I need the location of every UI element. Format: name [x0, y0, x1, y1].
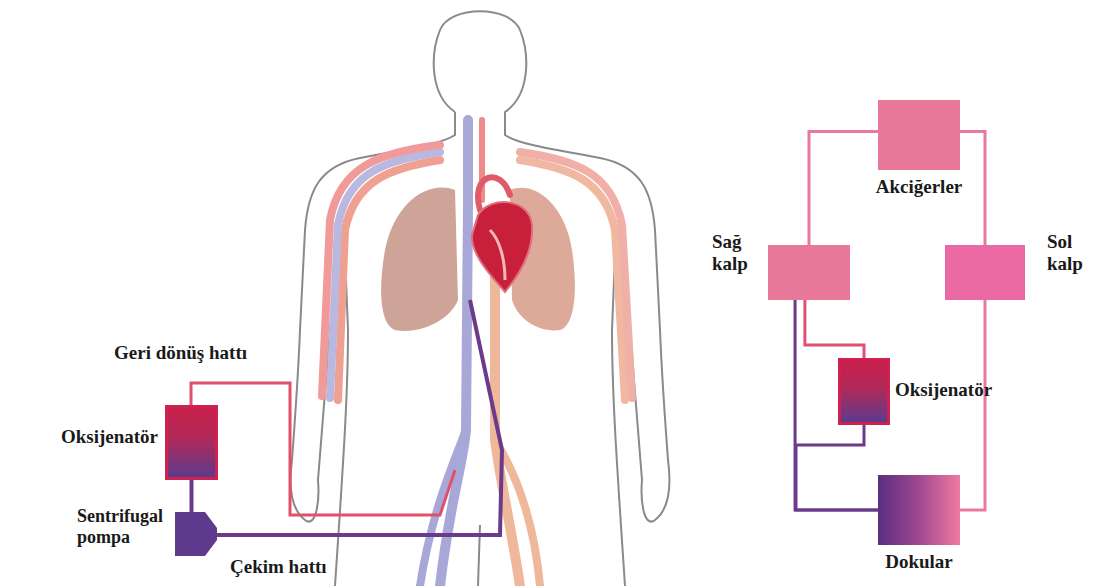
return-line: [191, 383, 455, 515]
line-label: Geri dönüş hattı: [112, 342, 249, 364]
line-label: Çekim hattı: [228, 556, 329, 578]
drainage-line: [215, 300, 502, 535]
oxygenator-box: Oksijenatör: [838, 358, 890, 425]
flow-line: [809, 132, 878, 246]
flow-line: [805, 300, 864, 358]
pump-symbol: Sentrifugal pompa: [175, 512, 217, 556]
lung: [381, 188, 458, 331]
node-label: Sağ kalp: [712, 231, 762, 275]
organ-box: Dokular: [878, 475, 960, 545]
flow-line: [796, 425, 878, 510]
flow-line: [960, 300, 985, 510]
pump-shape: [175, 512, 217, 556]
flow-line: [960, 132, 985, 246]
heart: [472, 202, 532, 292]
node-label: Oksijenatör: [61, 426, 158, 448]
arm-vessels: [322, 145, 632, 400]
node-label: Sentrifugal pompa: [77, 506, 169, 547]
node-label: Dokular: [885, 551, 953, 573]
node-label: Akciğerler: [876, 176, 963, 198]
organ-box: Sağ kalp: [768, 245, 850, 300]
flow-line: [190, 480, 194, 512]
oxygenator-box: Oksijenatör: [165, 405, 218, 480]
body-outline: [291, 11, 670, 586]
organ-box: Akciğerler: [878, 100, 960, 170]
node-label: Sol kalp: [1047, 231, 1097, 275]
organ-box: Sol kalp: [945, 245, 1025, 300]
node-label: Oksijenatör: [895, 379, 992, 401]
heart-detail: [490, 230, 505, 280]
